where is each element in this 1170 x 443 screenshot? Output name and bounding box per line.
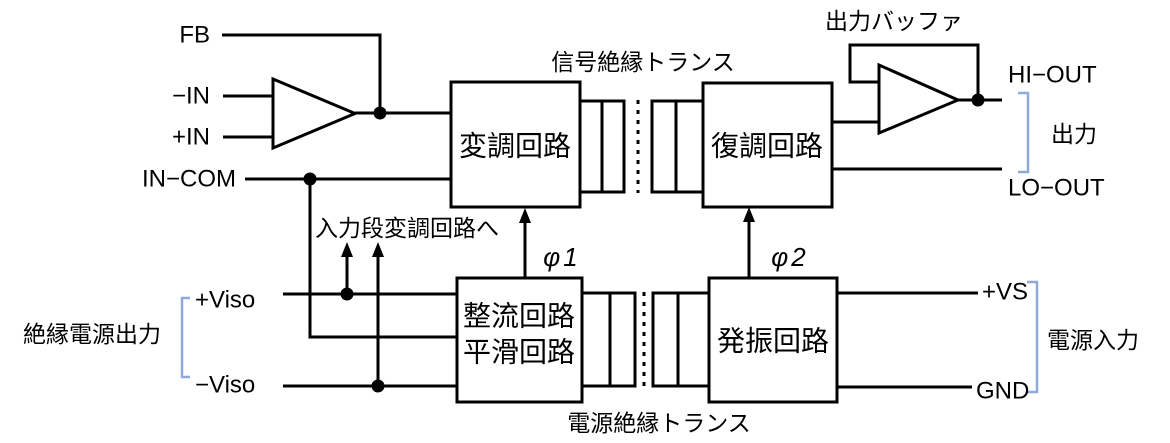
phi2-arrowhead bbox=[743, 207, 755, 222]
neg-in-port-label: −IN bbox=[172, 83, 210, 110]
output-buffer-amplifier-icon bbox=[877, 62, 962, 136]
input-amplifier-icon bbox=[271, 76, 359, 151]
buffer-feedback-wire bbox=[848, 43, 980, 100]
fb-wire bbox=[222, 33, 382, 113]
power-transformer-label: 電源絶縁トランス bbox=[567, 410, 751, 436]
rectifier-smoothing-block bbox=[455, 276, 584, 404]
neg-viso-junction-dot bbox=[371, 379, 385, 393]
hi-out-port-label: HI−OUT bbox=[1008, 62, 1097, 89]
power-transformer-secondary-winding bbox=[651, 291, 711, 388]
gnd-port-label: GND bbox=[976, 378, 1029, 405]
oscillator-block bbox=[707, 276, 839, 404]
wires bbox=[222, 33, 1002, 389]
isolated-power-output-group-bracket bbox=[180, 296, 190, 379]
annotation-labels: 信号絶縁トランス 電源絶縁トランス 出力バッファ 入力段変調回路へ φ1 φ2 … bbox=[23, 8, 1139, 436]
in-com-port-label: IN−COM bbox=[142, 166, 236, 193]
signal-transformer-label: 信号絶縁トランス bbox=[551, 49, 735, 75]
demodulator-label: 復調回路 bbox=[711, 131, 823, 162]
input-stage-supply-arrowhead-2 bbox=[372, 242, 384, 257]
pos-in-port-label: +IN bbox=[172, 124, 210, 151]
to-input-stage-modulator-label: 入力段変調回路へ bbox=[315, 215, 499, 241]
oscillator-label: 発振回路 bbox=[717, 326, 829, 357]
junction-dots bbox=[303, 93, 985, 393]
signal-isolation-transformer bbox=[578, 99, 705, 194]
phi1-label: φ1 bbox=[543, 242, 580, 272]
in-com-branch-wire bbox=[308, 179, 457, 339]
phi1-arrowhead bbox=[519, 208, 531, 223]
power-input-group-label: 電源入力 bbox=[1047, 327, 1139, 353]
fb-junction-dot bbox=[373, 106, 387, 120]
arrowheads bbox=[341, 207, 755, 257]
isolated-power-output-group-label: 絶縁電源出力 bbox=[23, 321, 161, 347]
power-input-group-bracket bbox=[1027, 280, 1039, 394]
in-com-junction-dot bbox=[303, 172, 317, 186]
input-stage-supply-arrowhead-1 bbox=[341, 242, 353, 257]
modulator-label: 変調回路 bbox=[459, 131, 571, 162]
rectifier-label-line1: 整流回路 bbox=[463, 301, 575, 332]
fb-port-label: FB bbox=[179, 22, 210, 49]
output-group-label: 出力 bbox=[1051, 121, 1097, 147]
blocks: 変調回路 復調回路 整流回路 平滑回路 発振回路 bbox=[449, 80, 839, 404]
lo-out-port-label: LO−OUT bbox=[1008, 175, 1105, 202]
brackets bbox=[180, 91, 1039, 394]
pos-vs-port-label: +VS bbox=[982, 279, 1028, 306]
port-labels: FB −IN +IN IN−COM HI−OUT LO−OUT +Viso −V… bbox=[142, 22, 1105, 405]
phi2-label: φ2 bbox=[771, 242, 808, 272]
pos-viso-port-label: +Viso bbox=[195, 287, 255, 314]
output-buffer-label: 出力バッファ bbox=[825, 8, 963, 34]
rectifier-label-line2: 平滑回路 bbox=[463, 337, 575, 368]
neg-viso-port-label: −Viso bbox=[195, 372, 255, 399]
modulator-block bbox=[449, 80, 582, 209]
power-isolation-transformer bbox=[580, 291, 711, 388]
amplifiers bbox=[271, 62, 962, 151]
pos-viso-junction-dot bbox=[340, 287, 354, 301]
output-group-bracket bbox=[1018, 91, 1030, 174]
buffer-output-junction-dot bbox=[971, 93, 985, 107]
demodulator-block bbox=[701, 81, 834, 209]
